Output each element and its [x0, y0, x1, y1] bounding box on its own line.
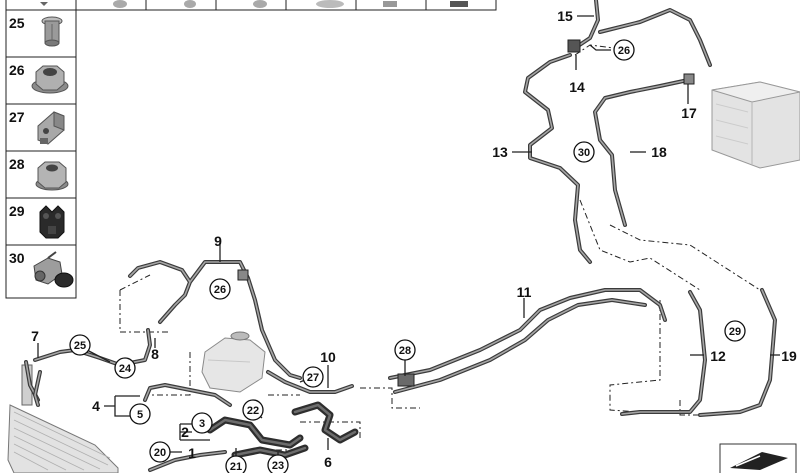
pipe-holder-bracket-icon	[37, 111, 65, 145]
circled-callout-21: 21	[225, 455, 247, 473]
leader-lines	[37, 15, 780, 462]
vehicle-orientation-icon	[719, 443, 797, 473]
part-number-30: 30	[9, 250, 25, 266]
part-cell-partial	[145, 0, 217, 11]
svg-text:20: 20	[154, 447, 166, 459]
callout-4: 4	[92, 398, 100, 414]
circled-callout-5: 5	[129, 403, 151, 425]
hex-nut-icon	[35, 161, 69, 191]
callout-17: 17	[681, 105, 697, 121]
callout-15: 15	[557, 8, 573, 24]
partial-part-icon	[40, 2, 48, 6]
circled-callout-24: 24	[114, 357, 136, 379]
callout-2: 2	[181, 424, 189, 440]
svg-text:28: 28	[399, 345, 411, 357]
callout-7: 7	[31, 328, 39, 344]
circled-callout-22: 22	[242, 399, 264, 421]
svg-text:24: 24	[119, 363, 132, 375]
part-number-25: 25	[9, 15, 25, 31]
circled-callout-27: 27	[302, 366, 324, 388]
partial-part-icon	[450, 1, 468, 7]
partial-part-icon	[253, 0, 267, 8]
callout-9: 9	[214, 233, 222, 249]
partial-part-icon	[316, 0, 344, 8]
part-cell-25	[5, 9, 77, 58]
circled-callout-28: 28	[394, 339, 416, 361]
svg-text:26: 26	[214, 284, 226, 296]
callout-6: 6	[324, 454, 332, 470]
callout-13: 13	[492, 144, 508, 160]
part-cell-partial	[75, 0, 147, 11]
part-number-28: 28	[9, 156, 25, 172]
part-number-29: 29	[9, 203, 25, 219]
svg-text:23: 23	[272, 460, 284, 472]
part-cell-partial	[215, 0, 287, 11]
heat-exchanger-illustration	[711, 81, 800, 169]
callout-8: 8	[151, 346, 159, 362]
svg-text:27: 27	[307, 372, 319, 384]
part-number-27: 27	[9, 109, 25, 125]
radiator-illustration	[7, 360, 119, 473]
circled-callout-20: 20	[149, 441, 171, 463]
callout-12: 12	[710, 348, 726, 364]
svg-text:29: 29	[729, 326, 741, 338]
svg-text:5: 5	[137, 409, 143, 421]
circled-callout-26-right: 26	[613, 39, 635, 61]
circled-callout-30: 30	[573, 141, 595, 163]
circled-callout-23: 23	[267, 454, 289, 473]
svg-text:21: 21	[230, 461, 242, 473]
svg-text:30: 30	[578, 147, 590, 159]
parts-column: 25 26 27 28 29 30	[5, 0, 497, 299]
partial-part-icon	[184, 0, 196, 8]
pipe-clip-icon	[39, 205, 65, 239]
callout-19: 19	[781, 348, 797, 364]
expansion-rivet-icon	[41, 16, 63, 47]
routing-dash-lines	[119, 44, 761, 451]
circled-callout-29: 29	[724, 320, 746, 342]
callout-labels: 1 2 4 6 7 8 9 10 11 12 13 14 15 17 18 19…	[31, 8, 797, 473]
svg-text:25: 25	[74, 340, 86, 352]
partial-part-icon	[383, 1, 397, 7]
circled-callout-25: 25	[69, 334, 91, 356]
coolant-lines	[33, 0, 777, 472]
part-cell-partial	[5, 0, 77, 11]
circled-callout-3: 3	[191, 412, 213, 434]
svg-text:22: 22	[247, 405, 259, 417]
callout-1: 1	[188, 445, 196, 461]
circled-callout-26-left: 26	[209, 278, 231, 300]
hex-flange-nut-icon	[31, 65, 69, 94]
svg-text:3: 3	[199, 418, 205, 430]
expansion-tank-illustration	[201, 331, 266, 393]
callout-18: 18	[651, 144, 667, 160]
callout-14: 14	[569, 79, 585, 95]
callout-10: 10	[320, 349, 336, 365]
partial-part-icon	[113, 0, 127, 8]
cable-tie-holder-icon	[33, 251, 74, 288]
svg-text:26: 26	[618, 45, 630, 57]
callout-11: 11	[517, 284, 532, 300]
part-number-26: 26	[9, 62, 25, 78]
